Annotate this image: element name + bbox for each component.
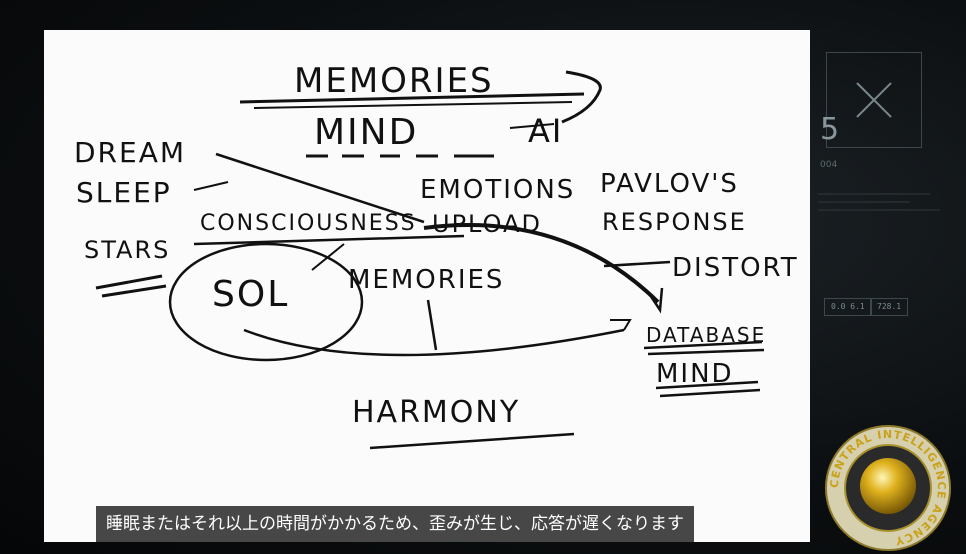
consciousness-text: CONSCIOUSNESS [200, 211, 417, 236]
mind-text: MIND [314, 112, 418, 153]
ai-text: AI [528, 112, 563, 150]
stars-text: STARS [84, 236, 170, 264]
hud-chip-right: 728.1 [870, 298, 909, 316]
sol-text: SOL [212, 274, 289, 315]
title-text: MEMORIES [294, 61, 494, 101]
pavlovs-text: PAVLOV'S [600, 169, 739, 199]
sol-circle [168, 242, 364, 362]
hud-chip-left: 0.0 6.1 [824, 298, 872, 316]
harmony-text: HARMONY [352, 395, 520, 430]
close-x-icon [856, 82, 892, 118]
hud-decor-lines [818, 193, 940, 211]
agency-seal-logo: CENTRAL INTELLIGENCE AGENCY [825, 425, 951, 551]
response-text: RESPONSE [602, 208, 747, 236]
emotions-text: EMOTIONS [420, 175, 575, 205]
memories-inner-text: MEMORIES [348, 265, 504, 295]
hud-big-number: 5 [820, 112, 840, 147]
diagram: MEMORIES MIND AI DREAM SLEEP STARS CONSC… [74, 61, 799, 450]
hud-code: 004 [820, 160, 838, 170]
sleep-text: SLEEP [76, 176, 172, 209]
whiteboard: MEMORIES MIND AI DREAM SLEEP STARS CONSC… [44, 30, 810, 542]
distort-text: DISTORT [672, 253, 799, 283]
dream-text: DREAM [74, 136, 186, 169]
subtitle-caption: 睡眠またはそれ以上の時間がかかるため、歪みが生じ、応答が遅くなります [96, 506, 694, 542]
hud-frame [826, 52, 922, 148]
